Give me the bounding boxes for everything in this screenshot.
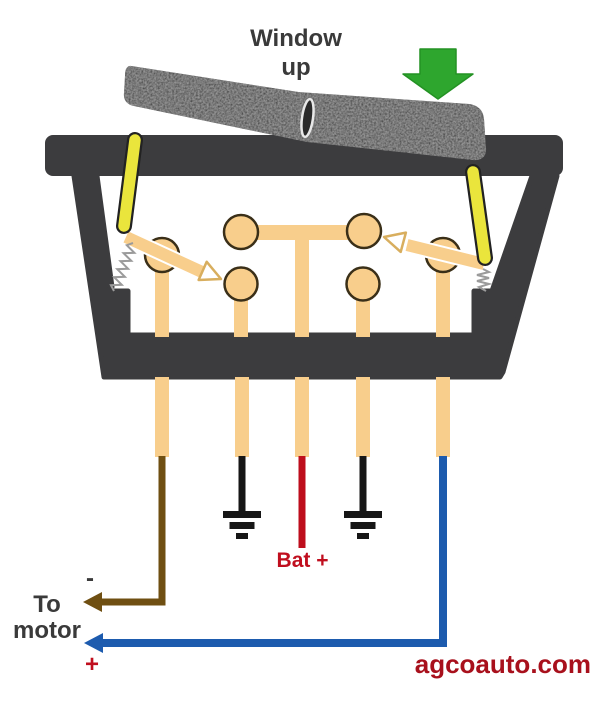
motor-positive-polarity-label: + <box>84 651 99 678</box>
terminal-pin-battery <box>295 377 309 457</box>
contact-lower-right <box>345 266 381 302</box>
battery-feed-bar <box>241 225 363 240</box>
rocker-pivot <box>300 97 315 139</box>
switch-frame-body <box>71 173 560 380</box>
ground-symbol-right-icon <box>344 511 382 539</box>
site-watermark: agcoauto.com <box>414 649 591 679</box>
terminal-pin-motor-positive <box>436 377 450 457</box>
wire-ground-left <box>223 456 261 539</box>
wire-motor-positive <box>84 456 447 653</box>
terminal-pin-motor-negative <box>155 377 169 457</box>
contact-upper-left <box>222 213 260 251</box>
wire-arrowhead-left-brown <box>83 592 102 612</box>
window-up-line1: Window <box>250 25 342 52</box>
battery-positive-label: Bat + <box>276 549 329 572</box>
contact-upper-right <box>345 212 383 250</box>
terminal-pin-ground-right <box>356 377 370 457</box>
to-motor-line1: To <box>33 591 61 618</box>
terminal-pin-ground-left <box>235 377 249 457</box>
to-motor-line2: motor <box>13 617 81 644</box>
motion-arrow-right-icon <box>382 231 486 272</box>
spring-left <box>109 242 137 292</box>
ground-symbol-left-icon <box>223 511 261 539</box>
spring-right <box>476 268 493 292</box>
motion-arrow-left-icon <box>122 229 223 282</box>
contact-stems <box>155 225 450 457</box>
wire-motor-negative <box>83 456 166 612</box>
wire-ground-right <box>344 456 382 539</box>
plunger-left <box>116 132 143 234</box>
green-down-arrow-icon <box>402 48 474 100</box>
window-up-line2: up <box>281 54 311 81</box>
plunger-right <box>465 164 493 266</box>
contact-lower-left <box>223 266 259 302</box>
motor-negative-polarity-label: - <box>86 565 94 592</box>
wire-arrowhead-left-blue <box>84 633 103 653</box>
